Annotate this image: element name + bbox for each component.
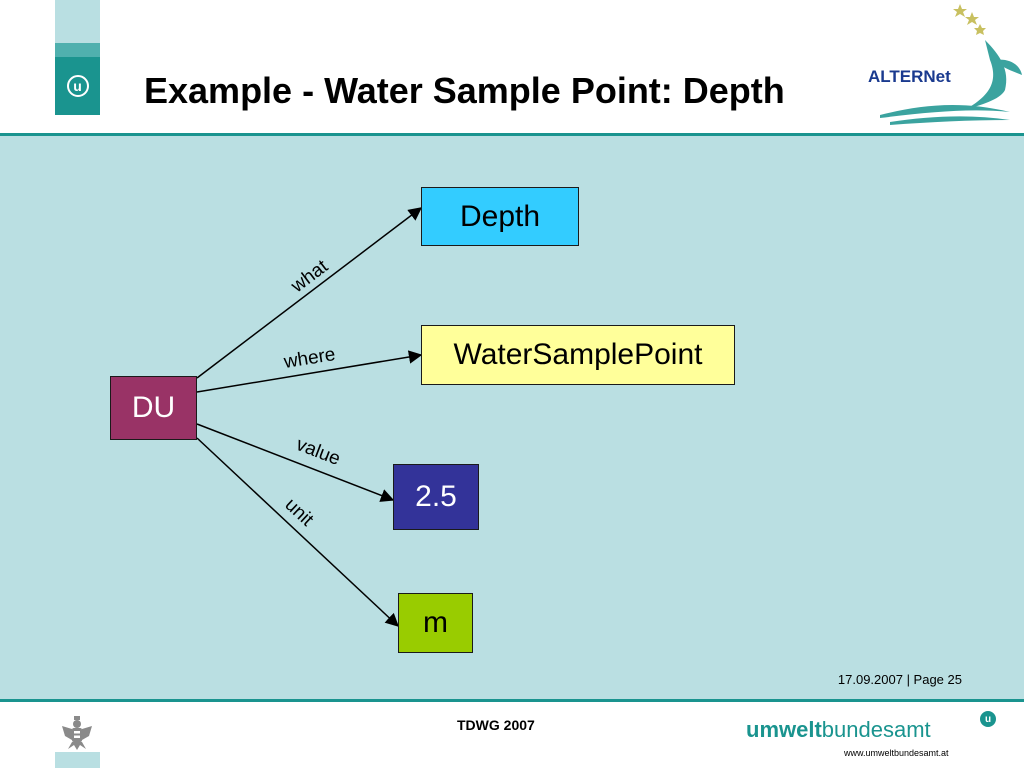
footer-stripe-accent (55, 752, 100, 768)
node-water-sample-point: WaterSamplePoint (421, 325, 735, 385)
star-icon (953, 4, 986, 35)
event-label: TDWG 2007 (457, 717, 535, 733)
swirl-graphic (880, 40, 1022, 125)
edge-what-label: what (287, 256, 333, 298)
node-value: 2.5 (393, 464, 479, 530)
org-url: www.umweltbundesamt.at (844, 748, 949, 758)
umweltbundesamt-logo: u (55, 57, 100, 115)
wordmark-light: bundesamt (821, 717, 931, 742)
footer-rule (0, 699, 1024, 702)
header-stripe (55, 0, 100, 43)
edge-where-label: where (282, 344, 337, 373)
wordmark-badge: u (980, 711, 996, 727)
edge-value-arrow (196, 423, 395, 502)
node-du: DU (110, 376, 197, 440)
node-depth: Depth (421, 187, 579, 246)
edge-what-arrow (196, 207, 423, 379)
wordmark-bold: umwelt (746, 717, 822, 742)
header-rule (0, 133, 1024, 136)
edge-unit-label: unit (281, 494, 318, 531)
header-stripe-accent (55, 43, 100, 57)
alternet-logo: ALTERNet (868, 4, 1022, 125)
node-unit: m (398, 593, 473, 653)
alternet-logo-text: ALTERNet (868, 67, 951, 86)
edge-where-arrow (196, 350, 423, 393)
page-title: Example - Water Sample Point: Depth (144, 70, 785, 111)
umweltbundesamt-wordmark: umweltbundesamt u (746, 711, 996, 743)
austrian-eagle-icon (62, 716, 92, 750)
logo-letter: u (66, 75, 89, 97)
edge-unit-arrow (196, 437, 399, 627)
date-page-label: 17.09.2007 | Page 25 (837, 672, 962, 687)
